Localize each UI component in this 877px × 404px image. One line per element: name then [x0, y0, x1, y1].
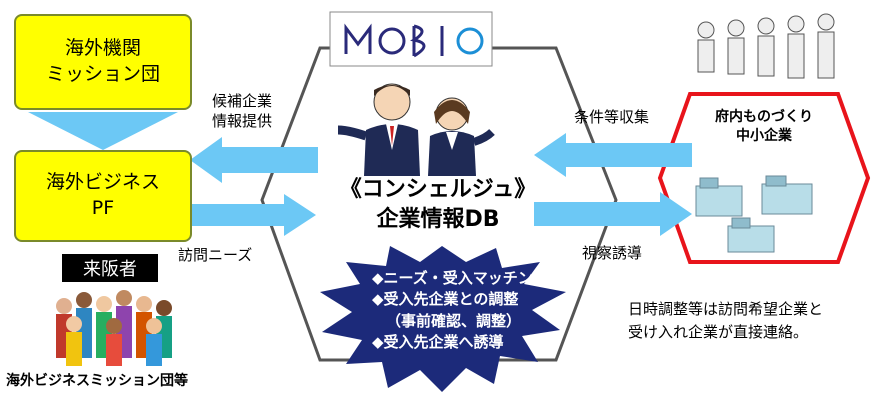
- concierge-people-illustration: [337, 83, 495, 176]
- arrow-candidate-info: [190, 137, 318, 183]
- concierge-title: 《コンシェルジュ》: [339, 177, 537, 202]
- condition-collect-label: 条件等収集: [574, 108, 650, 126]
- burst-item-4: ◆受入先企業へ誘導: [372, 332, 504, 351]
- company-db-title: 企業情報DB: [376, 207, 500, 232]
- visitors-caption: 海外ビジネスミッション団等: [6, 373, 188, 389]
- visit-needs-label: 訪問ニーズ: [178, 246, 253, 264]
- contact-note-line1: 日時調整等は訪問希望企業と: [628, 300, 824, 318]
- arrow-condition-collect: [534, 133, 692, 177]
- target-hexagon: [657, 92, 871, 264]
- target-title-line1: 府内ものづくり: [715, 109, 813, 125]
- burst-item-1: ◆ニーズ・受入マッチング: [372, 269, 548, 287]
- crowd-illustration: [56, 290, 172, 366]
- candidate-info-label: 候補企業 情報提供: [212, 92, 272, 131]
- burst-star: [320, 246, 566, 392]
- workers-illustration: [697, 13, 835, 79]
- factory-buildings-illustration: [695, 175, 813, 253]
- center-hexagon: [260, 46, 618, 362]
- contact-note-line2: 受け入れ企業が直接連絡。: [628, 322, 809, 341]
- visitor-label: 来阪者: [62, 254, 158, 282]
- arrow-visit-needs: [190, 194, 316, 236]
- burst-item-2: ◆受入先企業との調整: [372, 290, 519, 309]
- target-title: 府内ものづくり 中小企業: [690, 108, 838, 146]
- candidate-info-line2: 情報提供: [212, 111, 273, 130]
- overseas-pf-box: 海外ビジネス PF: [14, 150, 192, 242]
- arrow-inspection-guide: [534, 192, 692, 236]
- burst-item-3: （事前確認、調整）: [386, 311, 522, 330]
- mobio-logo: [344, 23, 484, 58]
- burst-items: ◆ニーズ・受入マッチング ◆受入先企業との調整 （事前確認、調整） ◆受入先企業…: [372, 268, 548, 353]
- logo-frame: [329, 11, 493, 67]
- target-title-line2: 中小企業: [736, 127, 792, 144]
- overseas-pf-line1: 海外ビジネス: [45, 171, 160, 194]
- candidate-info-line1: 候補企業: [212, 92, 273, 110]
- contact-note: 日時調整等は訪問希望企業と 受け入れ企業が直接連絡。: [628, 298, 823, 343]
- overseas-org-box: 海外機関 ミッション団: [14, 14, 192, 110]
- down-arrow: [28, 112, 178, 150]
- overseas-pf-line2: PF: [91, 197, 115, 219]
- overseas-org-line2: ミッション団: [45, 63, 160, 85]
- overseas-org-line1: 海外機関: [64, 37, 141, 60]
- inspection-guide-label: 視察誘導: [582, 244, 643, 262]
